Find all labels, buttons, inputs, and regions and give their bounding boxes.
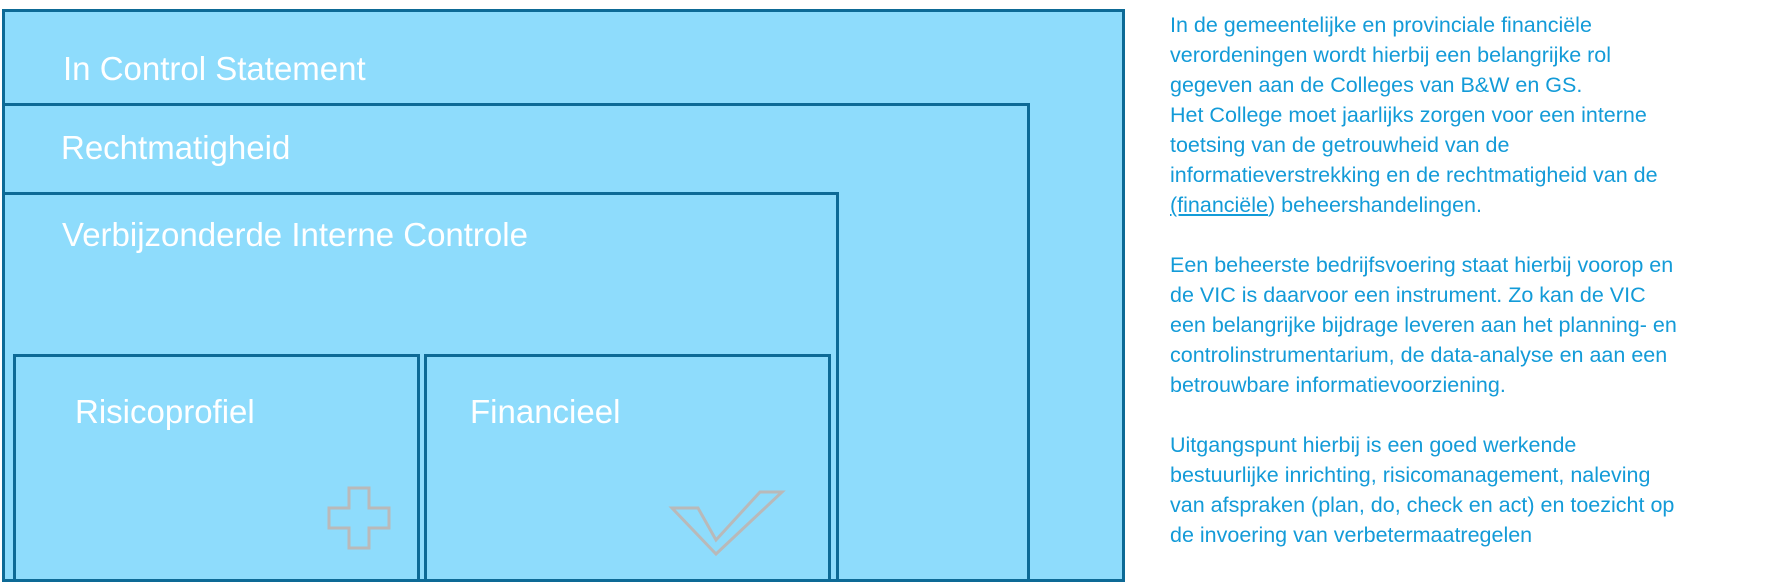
rechtmatigheid-label: Rechtmatigheid [61,129,291,166]
verbijzonderde-interne-controle-label: Verbijzonderde Interne Controle [62,216,528,253]
risicoprofiel-box: Risicoprofiel [13,354,420,582]
text-line: bestuurlijke inrichting, risicomanagemen… [1170,463,1651,487]
financieel-box: Financieel [424,354,831,582]
financiele-link[interactable]: (financiële [1170,193,1268,217]
text-line: de VIC is daarvoor een instrument. Zo ka… [1170,283,1646,307]
text-line: In de gemeentelijke en provinciale finan… [1170,13,1592,37]
text-line: gegeven aan de Colleges van B&W en GS. [1170,73,1583,97]
description-paragraph-3: Uitgangspunt hierbij is een goed werkend… [1170,430,1770,550]
description-text-panel: In de gemeentelijke en provinciale finan… [1170,10,1770,580]
text-line: betrouwbare informatievoorziening. [1170,373,1506,397]
text-line: een belangrijke bijdrage leveren aan het… [1170,313,1677,337]
description-paragraph-1: In de gemeentelijke en provinciale finan… [1170,10,1770,220]
text-line: Het College moet jaarlijks zorgen voor e… [1170,103,1647,127]
text-line: controlinstrumentarium, de data-analyse … [1170,343,1668,367]
text-line: Uitgangspunt hierbij is een goed werkend… [1170,433,1577,457]
text-line-rest: ) beheershandelingen. [1268,193,1482,217]
text-line: informatieverstrekking en de rechtmatigh… [1170,163,1658,187]
text-line: Een beheerste bedrijfsvoering staat hier… [1170,253,1674,277]
financieel-label: Financieel [470,393,621,430]
text-line: van afspraken (plan, do, check en act) e… [1170,493,1675,517]
in-control-statement-label: In Control Statement [63,50,366,87]
risicoprofiel-label: Risicoprofiel [75,393,255,430]
plus-icon [327,486,391,550]
text-line: toetsing van de getrouwheid van de [1170,133,1510,157]
text-line: verordeningen wordt hierbij een belangri… [1170,43,1612,67]
description-paragraph-2: Een beheerste bedrijfsvoering staat hier… [1170,250,1770,400]
text-line: de invoering van verbetermaatregelen [1170,523,1533,547]
check-icon [668,490,786,557]
text-line: (financiële) beheershandelingen. [1170,190,1770,220]
